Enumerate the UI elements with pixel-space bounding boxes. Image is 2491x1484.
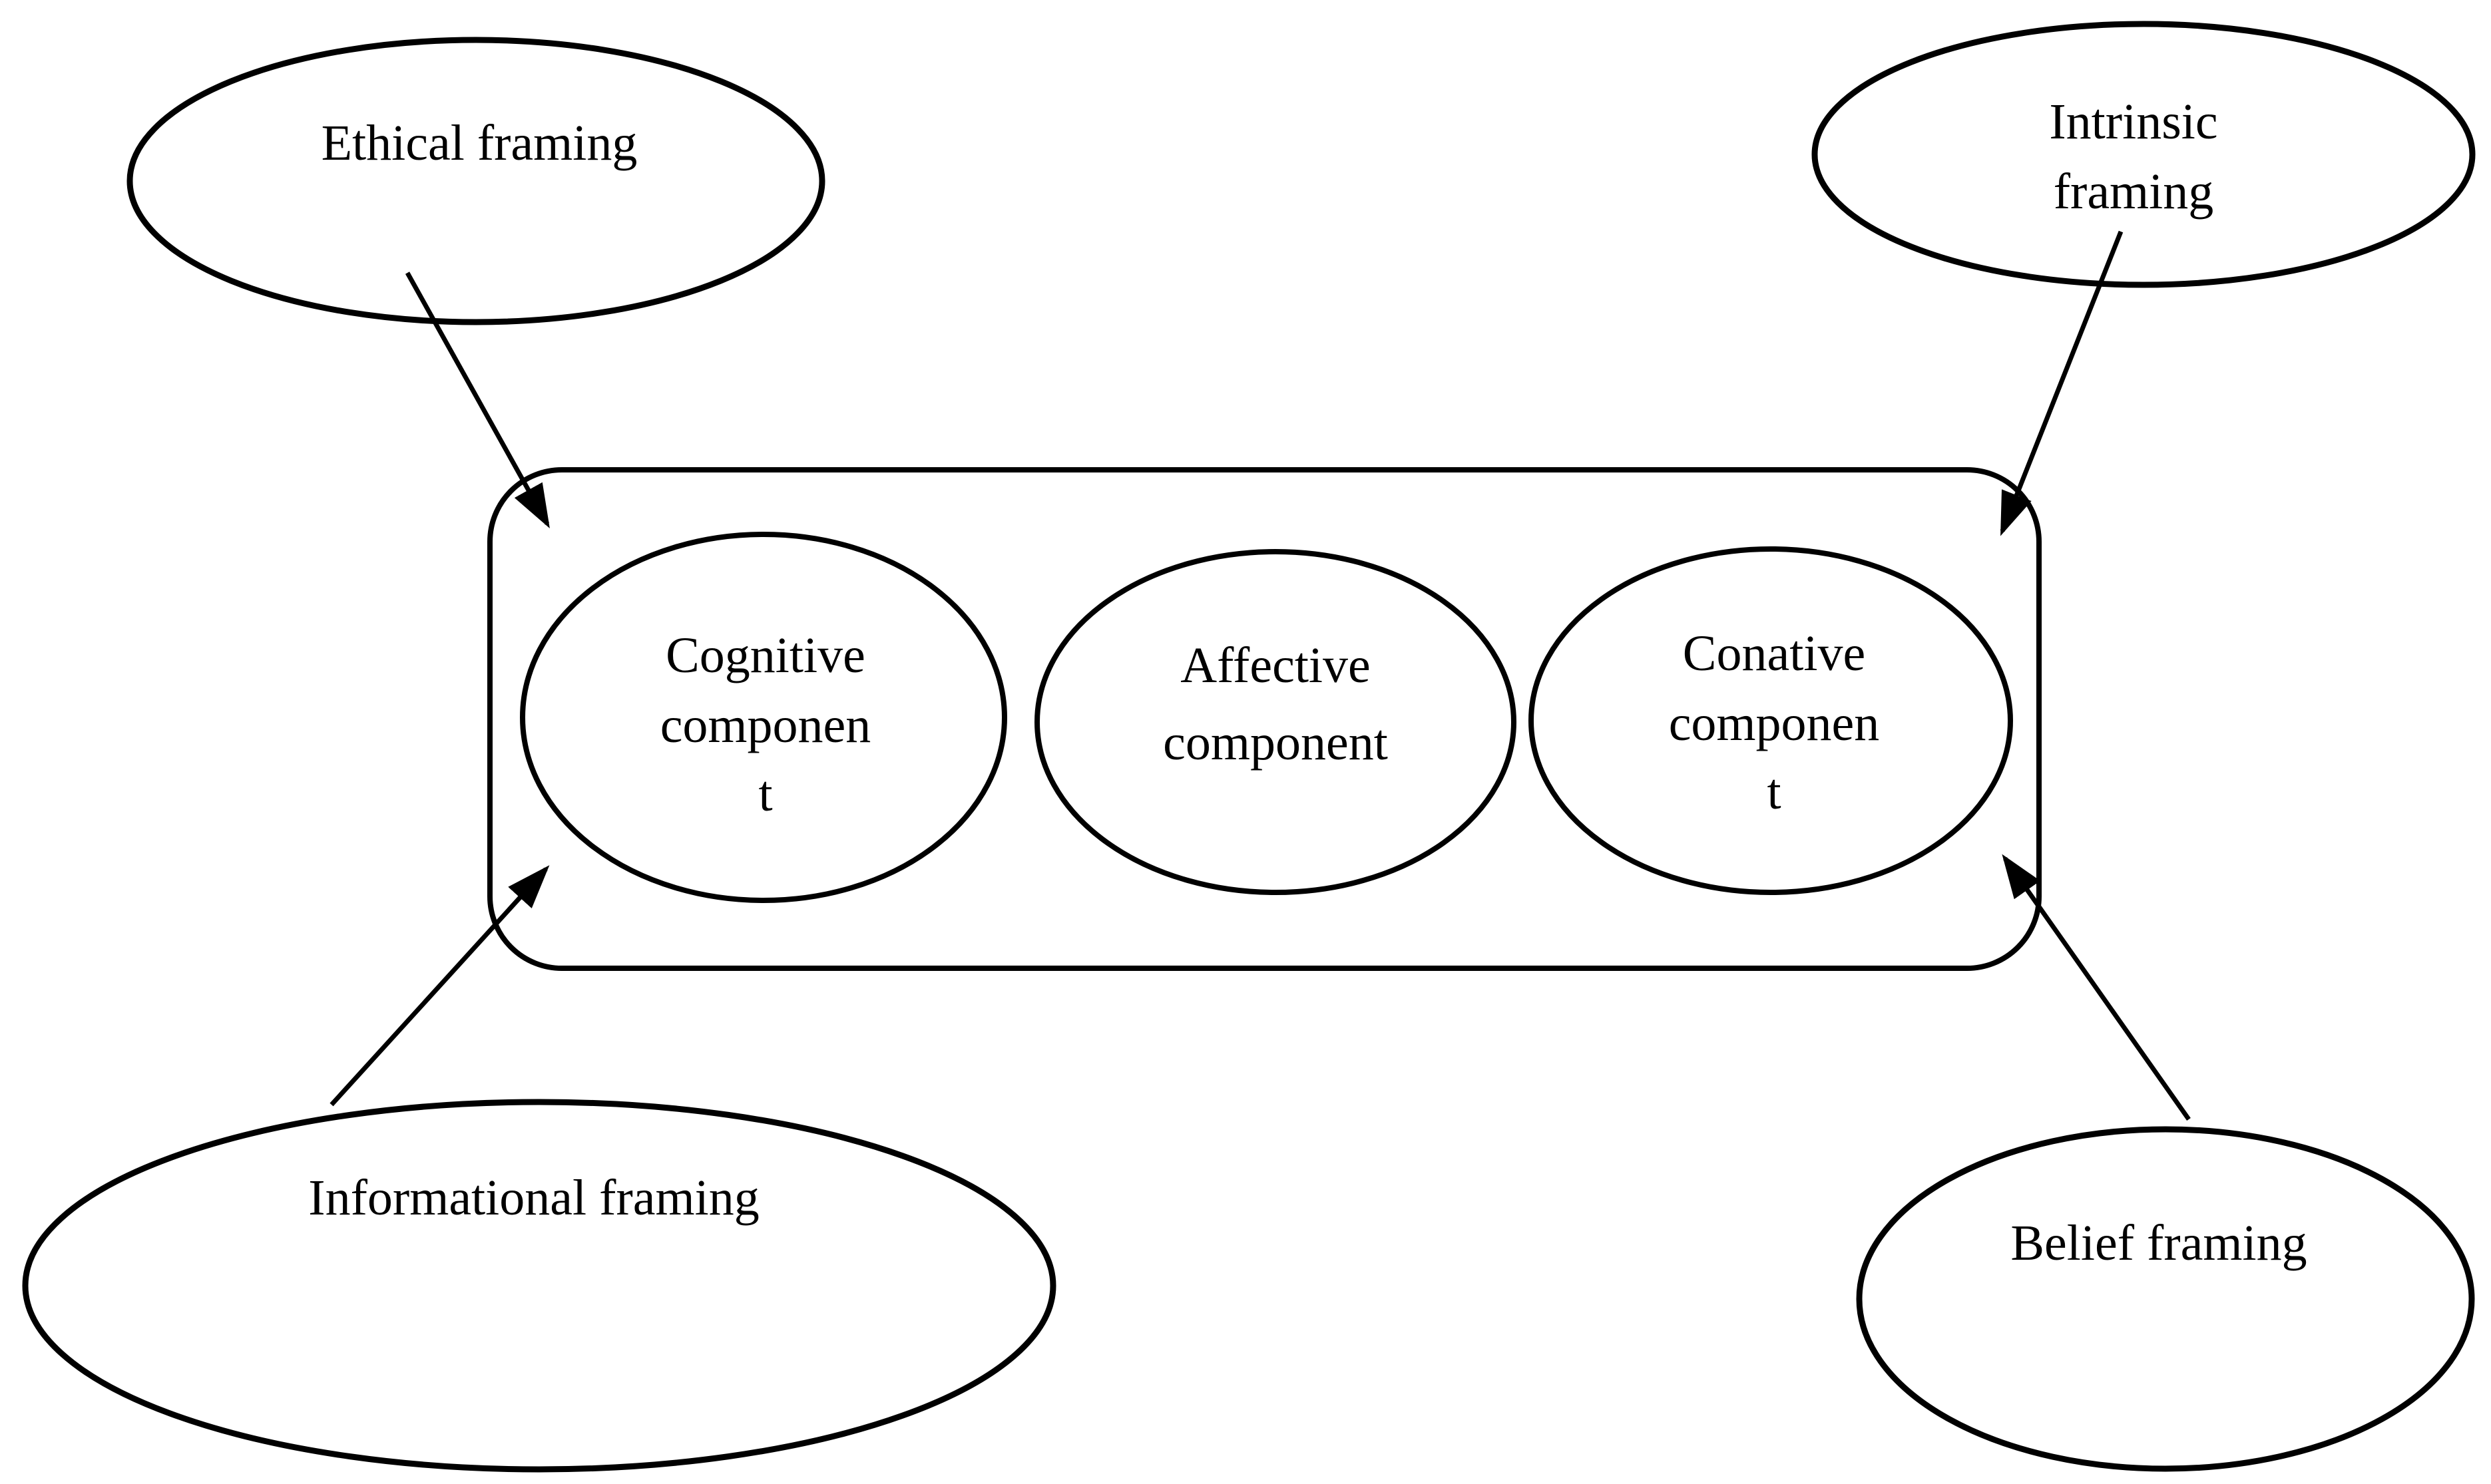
arrow-ethical-to-container: [405, 272, 550, 528]
arrow-belief-to-container: [2002, 854, 2191, 1121]
attitude-components-container: [487, 467, 2042, 971]
affective-component-label-line1: Affective: [1180, 638, 1371, 693]
affective-component-label-line2: component: [1163, 715, 1388, 771]
affective-component-node: [1034, 549, 1516, 895]
arrow-intrinsic-to-container: [2000, 230, 2124, 536]
conative-component-label-line1: Conative: [1683, 626, 1865, 681]
ethical-framing-label: Ethical framing: [322, 115, 638, 171]
informational-framing-label: Informational framing: [308, 1170, 759, 1226]
cognitive-component-label-line2: componen: [660, 697, 871, 753]
arrow-informational-to-container: [330, 865, 550, 1107]
conative-component-label-line3: t: [1767, 764, 1781, 820]
cognitive-component-label-line3: t: [758, 766, 772, 822]
ethical-framing-node: [126, 37, 825, 325]
informational-framing-node: [22, 1099, 1056, 1473]
intrinsic-framing-label-line1: Intrinsic: [2049, 94, 2217, 150]
cognitive-component-label-line1: Cognitive: [666, 628, 865, 683]
conative-component-label-line2: componen: [1669, 695, 1880, 751]
conative-component-node: [1528, 546, 2013, 895]
intrinsic-framing-label-line2: framing: [2054, 164, 2214, 220]
intrinsic-framing-node: [1811, 21, 2476, 288]
belief-framing-label: Belief framing: [2010, 1215, 2307, 1271]
cognitive-component-node: [520, 532, 1007, 903]
belief-framing-node: [1856, 1126, 2475, 1472]
